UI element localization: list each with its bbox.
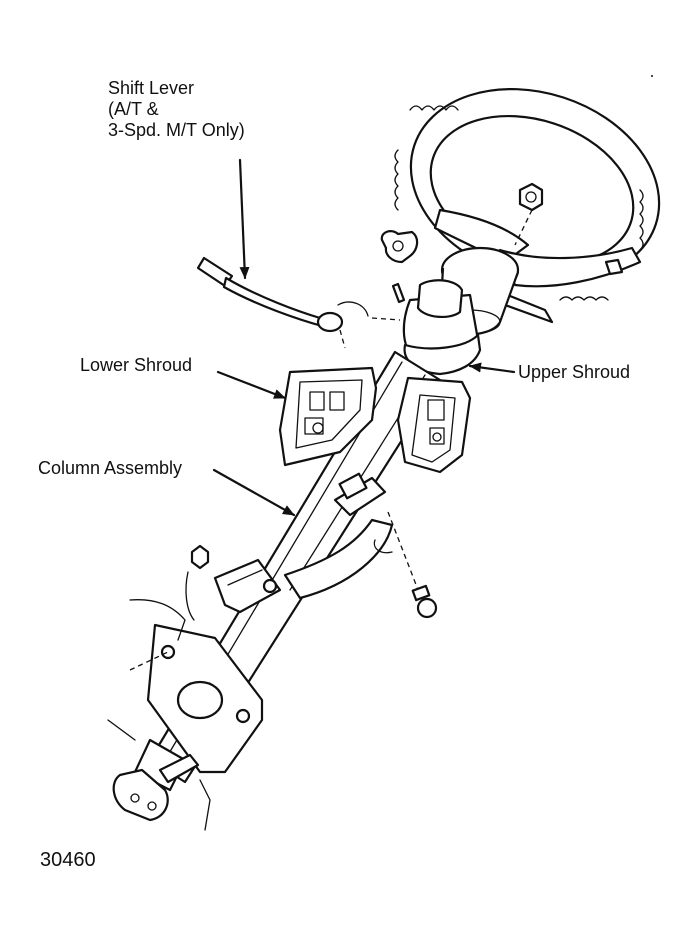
column-bracket: [283, 472, 394, 600]
lower-shroud: [278, 366, 378, 467]
shift-lever-leader-arrow: [238, 158, 250, 280]
lower-nut: [185, 544, 210, 621]
figure-number: 30460: [40, 849, 96, 871]
shift-lever: [196, 256, 401, 349]
shift-lever-callout-line-2: (A/T &: [108, 99, 159, 119]
shift-lever-callout-line-3: 3-Spd. M/T Only): [108, 120, 245, 140]
lower-shroud-callout: Lower Shroud: [80, 355, 193, 375]
column-assembly-callout: Column Assembly: [38, 458, 183, 478]
upper-column-assembly: [402, 246, 520, 376]
floor-mounting-plate: [129, 623, 264, 774]
bracket-screw: [387, 511, 438, 619]
ignition-switch: [213, 558, 282, 614]
lower-shaft-coupling: [112, 738, 200, 822]
floor-outline: [107, 599, 211, 831]
turn-signal-parts: [380, 230, 624, 304]
shift-lever-callout-line-1: Shift Lever: [108, 78, 195, 98]
shift-lever-callout: Shift Lever (A/T & 3-Spd. M/T Only): [108, 78, 245, 141]
upper-shroud-callout: Upper Shroud: [518, 362, 631, 382]
lower-shroud-leader-arrow: [216, 370, 287, 400]
upper-shroud-leader-arrow: [468, 362, 516, 374]
steering-wheel-nut: [518, 182, 544, 212]
margin-speck: [651, 75, 653, 77]
upper-shroud: [396, 376, 472, 474]
column-assembly-leader-arrow: [212, 468, 296, 517]
